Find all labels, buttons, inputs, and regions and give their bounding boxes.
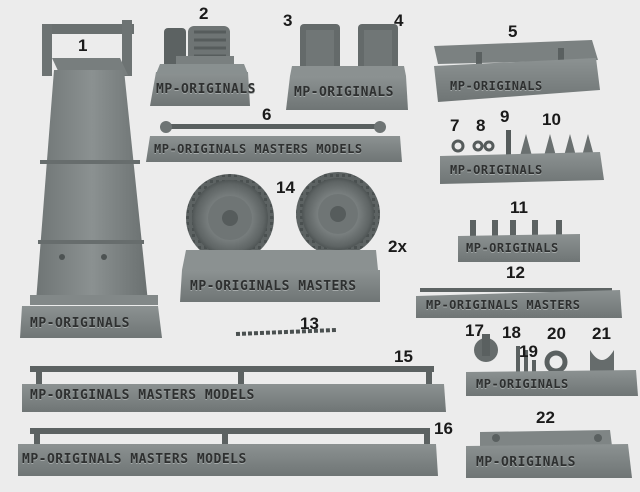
part-11-base-label: MP-ORIGINALS: [466, 241, 559, 255]
part-13-chain: [235, 328, 337, 336]
part-22-base-label: MP-ORIGINALS: [476, 455, 576, 470]
part-12-base-label: MP-ORIGINALS MASTERS: [426, 298, 581, 312]
part-number-2: 2: [199, 4, 209, 23]
part-22-bar: [466, 430, 632, 478]
part-17-21-fittings: [466, 334, 638, 396]
part-3-4-cans: [286, 24, 408, 110]
part-14-base-label: MP-ORIGINALS MASTERS: [190, 279, 357, 294]
part-15-base-label: MP-ORIGINALS MASTERS MODELS: [30, 388, 255, 403]
part-number-14: 14: [276, 178, 295, 197]
part-17-21-base-label: MP-ORIGINALS: [476, 377, 569, 391]
part-1-frame: [20, 20, 162, 338]
part-number-12: 12: [506, 263, 525, 282]
part-number-10: 10: [542, 110, 561, 129]
part-number-5: 5: [508, 22, 518, 41]
part-number-19: 19: [519, 342, 538, 361]
part-7-10-hooks: [440, 130, 604, 184]
part-number-17: 17: [465, 321, 484, 340]
part-16-rod: [18, 428, 438, 476]
part-number-4: 4: [394, 11, 404, 30]
part-number-11: 11: [510, 198, 528, 217]
part-quantity-14: 2x: [388, 237, 407, 256]
part-15-rod: [22, 366, 446, 412]
part-6-rod: [146, 121, 402, 162]
part-16-base-label: MP-ORIGINALS MASTERS MODELS: [22, 452, 247, 467]
part-3-4-base-label: MP-ORIGINALS: [294, 85, 394, 100]
part-number-15: 15: [394, 347, 413, 366]
part-7-10-base-label: MP-ORIGINALS: [450, 163, 543, 177]
part-14-wheels: [180, 172, 380, 302]
part-2-winch: [150, 26, 250, 106]
part-number-9: 9: [500, 107, 510, 126]
part-number-8: 8: [476, 116, 486, 135]
part-12-rod: [416, 288, 622, 318]
part-2-base-label: MP-ORIGINALS: [156, 82, 256, 97]
part-1-base-label: MP-ORIGINALS: [30, 316, 130, 331]
part-number-18: 18: [502, 323, 521, 342]
part-number-21: 21: [592, 324, 611, 343]
part-11-bracket: [458, 220, 580, 262]
part-number-1: 1: [78, 36, 88, 55]
part-number-7: 7: [450, 116, 460, 135]
part-5-bracket: [434, 40, 600, 102]
part-number-6: 6: [262, 105, 272, 124]
part-5-base-label: MP-ORIGINALS: [450, 79, 543, 93]
part-number-20: 20: [547, 324, 566, 343]
part-number-22: 22: [536, 408, 555, 427]
part-number-16: 16: [434, 419, 453, 438]
part-number-3: 3: [283, 11, 293, 30]
part-number-13: 13: [300, 314, 319, 333]
part-6-base-label: MP-ORIGINALS MASTERS MODELS: [154, 142, 363, 156]
